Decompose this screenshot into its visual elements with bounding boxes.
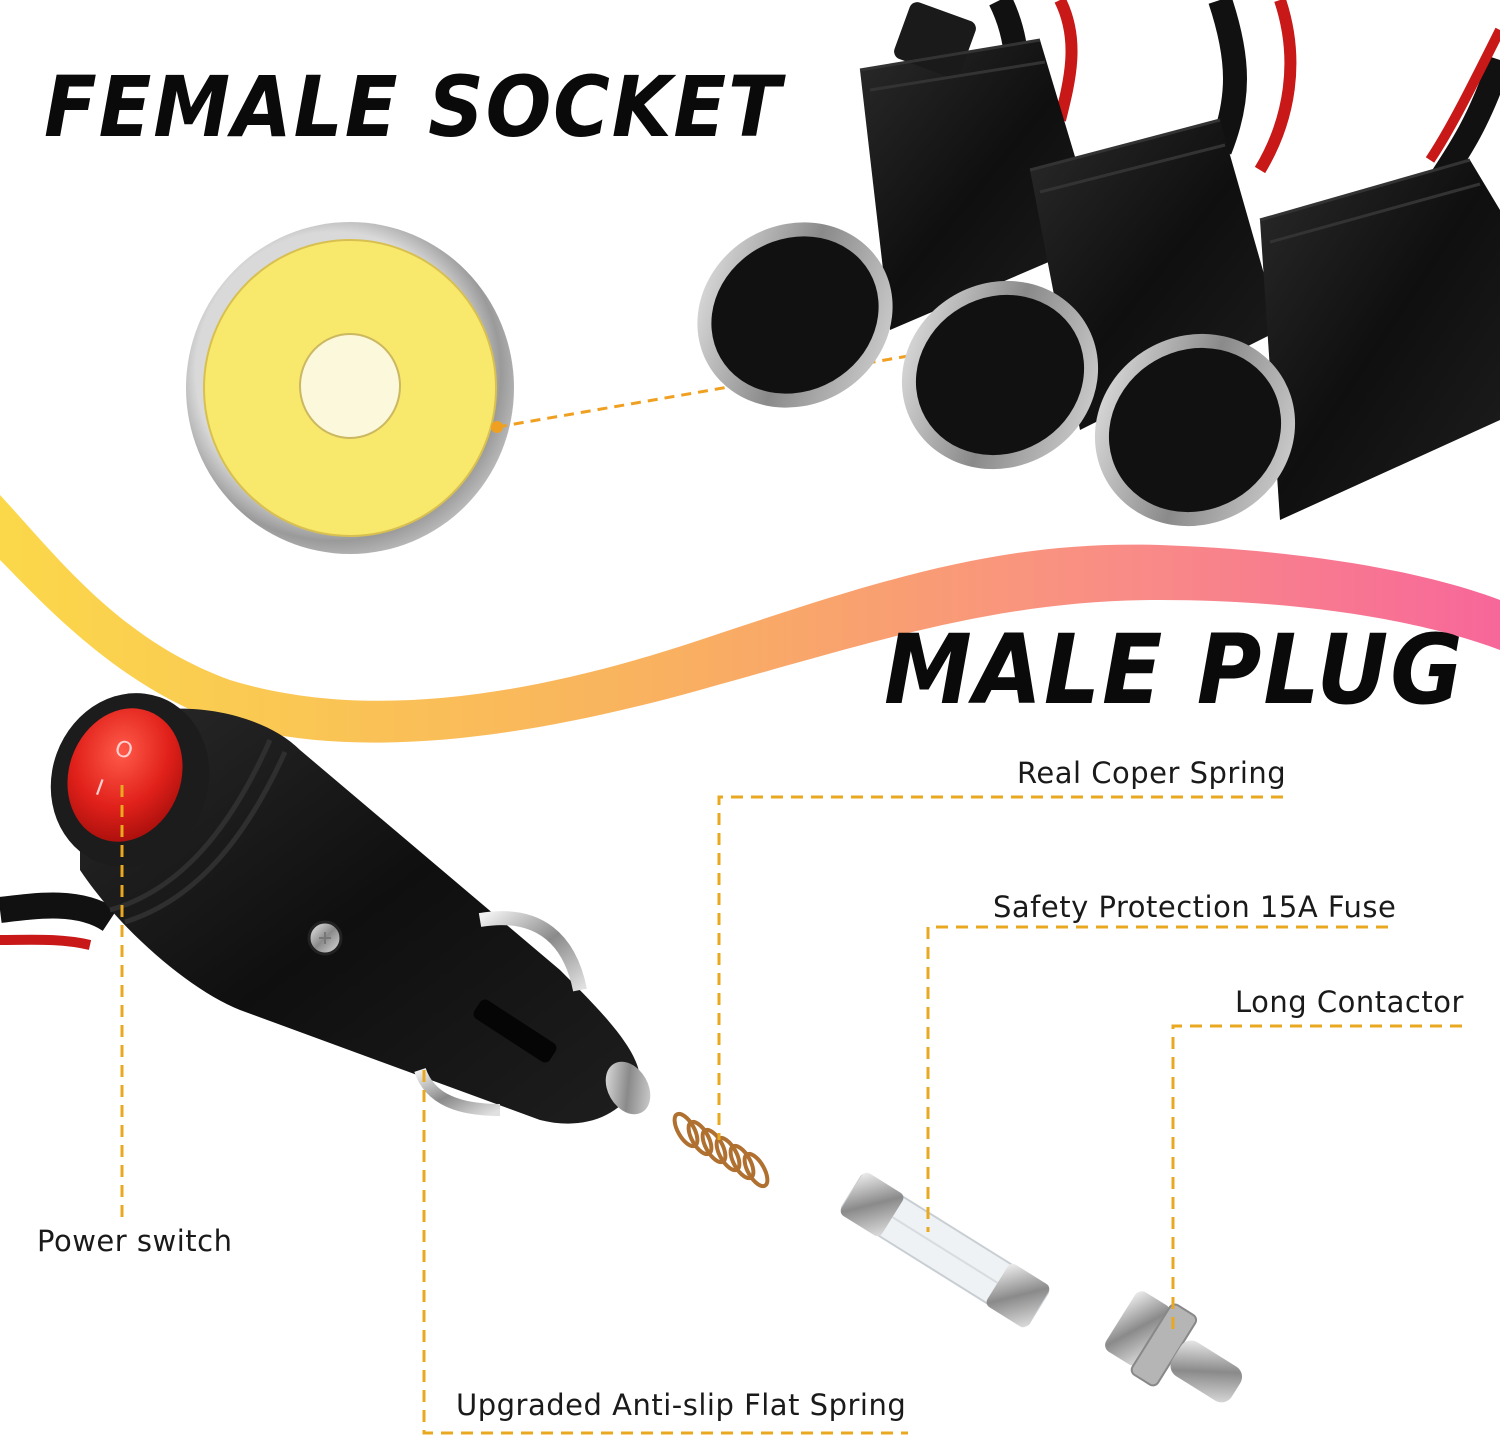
male-plug-image xyxy=(0,693,651,1124)
label-long-contactor: Long Contactor xyxy=(1235,985,1464,1019)
socket-3 xyxy=(1094,158,1500,527)
copper-spring-image xyxy=(672,1111,770,1189)
leader-long-contactor xyxy=(1171,1024,1462,1330)
male-plug-heading: MALE PLUG xyxy=(884,614,1465,726)
glass-fuse-image xyxy=(840,1172,1050,1328)
female-socket-heading: FEMALE SOCKET xyxy=(44,58,783,156)
label-real-coper-spring: Real Coper Spring xyxy=(1017,756,1287,790)
leader-real-coper-spring xyxy=(717,795,1283,1140)
socket-cross-section-diagram xyxy=(186,222,514,554)
label-safety-fuse: Safety Protection 15A Fuse xyxy=(993,890,1397,924)
long-contactor-image xyxy=(1105,1291,1243,1403)
leader-safety-fuse xyxy=(926,925,1388,1232)
socket-1 xyxy=(697,2,1100,408)
leader-flat-spring xyxy=(422,1070,908,1435)
female-sockets-image xyxy=(697,0,1500,527)
label-power-switch: Power switch xyxy=(37,1224,233,1258)
label-flat-spring: Upgraded Anti-slip Flat Spring xyxy=(456,1388,907,1422)
